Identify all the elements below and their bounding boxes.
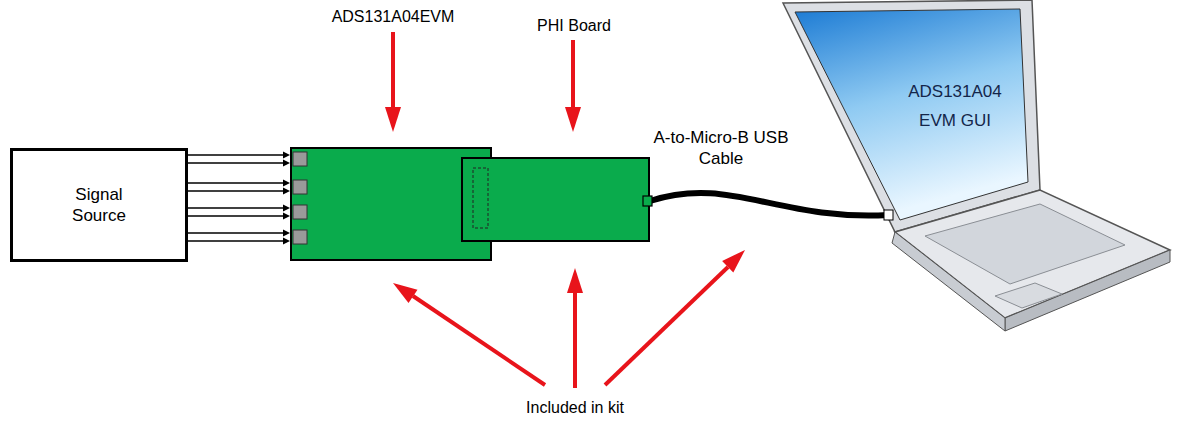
pointer-head — [567, 268, 583, 293]
node-label: ADS131A04 EVM GUI — [890, 78, 1020, 136]
usb-cable — [650, 193, 888, 216]
laptop-base — [895, 190, 1170, 318]
pointer-line — [573, 292, 577, 388]
connector — [188, 152, 290, 167]
signal-wire — [188, 240, 283, 242]
source-box: Signal Source — [10, 148, 188, 262]
signal-wire — [188, 232, 283, 234]
signal-wire — [188, 190, 283, 192]
input-connector — [293, 230, 307, 244]
connector — [650, 193, 888, 216]
pointer-line — [571, 40, 575, 110]
arrow-head — [283, 230, 290, 237]
pointer-line — [391, 32, 395, 110]
circuit-board: PHI Board — [461, 157, 650, 242]
signal-wire — [188, 182, 283, 184]
usb-port — [884, 210, 893, 220]
arrow-head — [283, 188, 290, 195]
usb-port — [643, 196, 652, 206]
touchpad — [995, 283, 1062, 308]
arrow-head — [283, 213, 290, 220]
input-connector — [293, 180, 307, 194]
pointer-head — [565, 107, 581, 132]
input-connector — [293, 205, 307, 219]
pointer-line — [413, 296, 545, 385]
arrow-head — [283, 152, 290, 159]
signal-wire — [188, 162, 283, 164]
keyboard — [925, 204, 1125, 284]
signal-wire — [188, 215, 283, 217]
kit-note: Included in kit — [475, 398, 675, 418]
connector — [188, 230, 290, 245]
cable-label: A-to-Micro-B USB Cable — [645, 127, 797, 170]
board-heading: ADS131A04EVM — [292, 7, 494, 27]
laptop-illustration — [780, 0, 1175, 335]
laptop-node: ADS131A04 EVM GUI — [780, 0, 1175, 335]
arrow-head — [283, 238, 290, 245]
screen-bezel — [783, 0, 1040, 232]
pointer-line — [605, 267, 728, 385]
node-label: Signal Source — [59, 184, 139, 227]
input-connector — [293, 152, 307, 166]
pointer-head — [722, 250, 745, 273]
signal-wire — [188, 154, 283, 156]
connector — [188, 180, 290, 195]
board-heading: PHI Board — [474, 16, 674, 36]
signal-wire — [188, 207, 283, 209]
header-outline — [473, 168, 488, 228]
arrow-head — [283, 205, 290, 212]
screen — [795, 9, 1028, 220]
arrow-head — [283, 180, 290, 187]
pointer-head — [393, 283, 418, 303]
arrow-head — [283, 160, 290, 167]
connector — [188, 205, 290, 220]
pointer-head — [385, 107, 401, 132]
